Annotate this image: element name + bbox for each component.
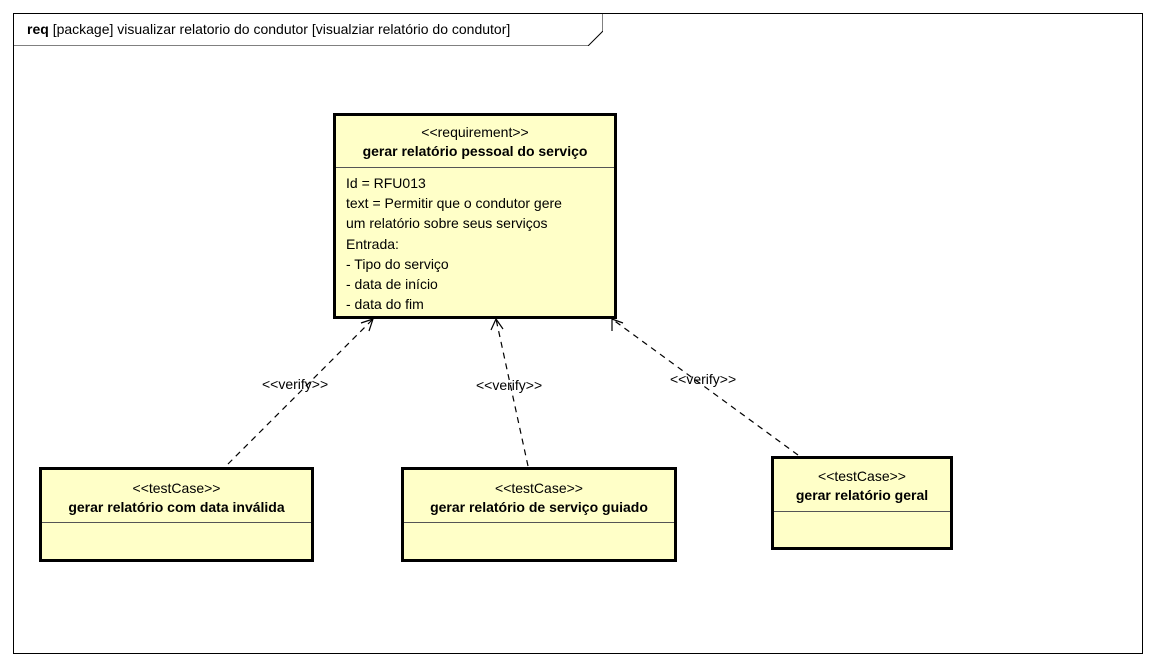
frame-title-text: [package] visualizar relatorio do condut…: [52, 21, 511, 37]
testcase-header-3: <<testCase>> gerar relatório geral: [774, 459, 950, 512]
requirement-box[interactable]: <<requirement>> gerar relatório pessoal …: [333, 113, 617, 319]
frame-name-tab: [13, 13, 603, 46]
verify-link-2[interactable]: [495, 318, 529, 467]
requirement-attr-line: - data do fim: [346, 296, 424, 313]
requirement-attr-line: - Tipo do serviço: [346, 255, 449, 272]
requirement-attributes: Id = RFU013 text = Permitir que o condut…: [336, 168, 614, 314]
verify-link-1-arrowhead: [360, 318, 374, 332]
requirement-stereotype: <<requirement>>: [421, 124, 529, 140]
requirement-attr-line: text = Permitir que o condutor gere: [346, 195, 562, 212]
testcase-stereotype-2: <<testCase>>: [495, 480, 583, 496]
verify-link-3[interactable]: [611, 318, 799, 456]
verify-link-2-arrowhead: [490, 317, 504, 331]
frame-keyword: req: [27, 21, 49, 37]
verify-label-1: <<verify>>: [262, 376, 329, 392]
requirement-attr-line: um relatório sobre seus serviços: [346, 215, 548, 232]
testcase-box-3[interactable]: <<testCase>> gerar relatório geral: [771, 456, 953, 550]
testcase-stereotype-3: <<testCase>>: [818, 468, 906, 484]
requirement-attr-line: Entrada:: [346, 235, 399, 252]
testcase-stereotype-1: <<testCase>>: [132, 480, 221, 496]
testcase-name-1: gerar relatório com data inválida: [68, 499, 285, 515]
frame-tab-outline: [13, 13, 603, 46]
diagram-frame: [13, 13, 1143, 654]
verify-link-1[interactable]: [227, 318, 374, 465]
testcase-name-2: gerar relatório de serviço guiado: [430, 499, 648, 515]
testcase-header-1: <<testCase>> gerar relatório com data in…: [42, 470, 311, 523]
requirement-attr-line: Id = RFU013: [346, 175, 426, 191]
testcase-box-1[interactable]: <<testCase>> gerar relatório com data in…: [39, 467, 314, 562]
testcase-header-2: <<testCase>> gerar relatório de serviço …: [404, 470, 674, 523]
frame-title: req [package] visualizar relatorio do co…: [27, 21, 510, 37]
verify-label-2: <<verify>>: [476, 377, 543, 393]
verify-link-3-arrowhead: [611, 318, 624, 331]
requirement-name: gerar relatório pessoal do serviço: [362, 143, 588, 159]
verify-label-3: <<verify>>: [670, 371, 737, 387]
requirement-attr-line: - data de início: [346, 276, 438, 293]
requirement-header: <<requirement>> gerar relatório pessoal …: [336, 116, 614, 168]
testcase-box-2[interactable]: <<testCase>> gerar relatório de serviço …: [401, 467, 677, 562]
testcase-name-3: gerar relatório geral: [795, 487, 929, 503]
